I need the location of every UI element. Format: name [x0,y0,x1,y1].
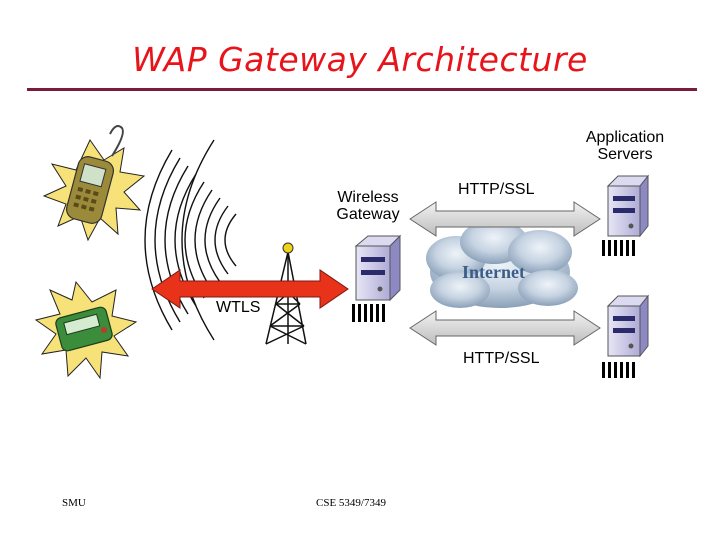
server-icon [602,294,650,378]
application-servers-label: Application Servers [560,129,690,163]
pager-icon [34,280,138,380]
wtls-label: WTLS [216,299,261,316]
footer-left: SMU [62,497,86,509]
double-arrow-icon [409,201,601,237]
page-title: WAP Gateway Architecture [132,40,588,79]
cell-phone-icon [42,125,146,242]
double-arrow-icon [151,269,349,309]
wireless-gateway-line-2: Gateway [336,206,400,223]
server-icon [352,234,402,322]
internet-label: Internet [462,262,525,282]
server-icon [602,174,650,256]
application-servers-line-2: Servers [597,146,653,163]
http-ssl-bottom-label: HTTP/SSL [463,350,540,367]
http-ssl-top-label: HTTP/SSL [458,181,535,198]
wireless-gateway-label: Wireless Gateway [318,189,418,223]
wireless-gateway-line-1: Wireless [337,189,399,206]
footer-center: CSE 5349/7349 [316,497,386,509]
title-underline [27,88,697,91]
double-arrow-icon [409,310,601,346]
application-servers-line-1: Application [585,129,665,146]
internet-cloud-icon [426,220,578,308]
